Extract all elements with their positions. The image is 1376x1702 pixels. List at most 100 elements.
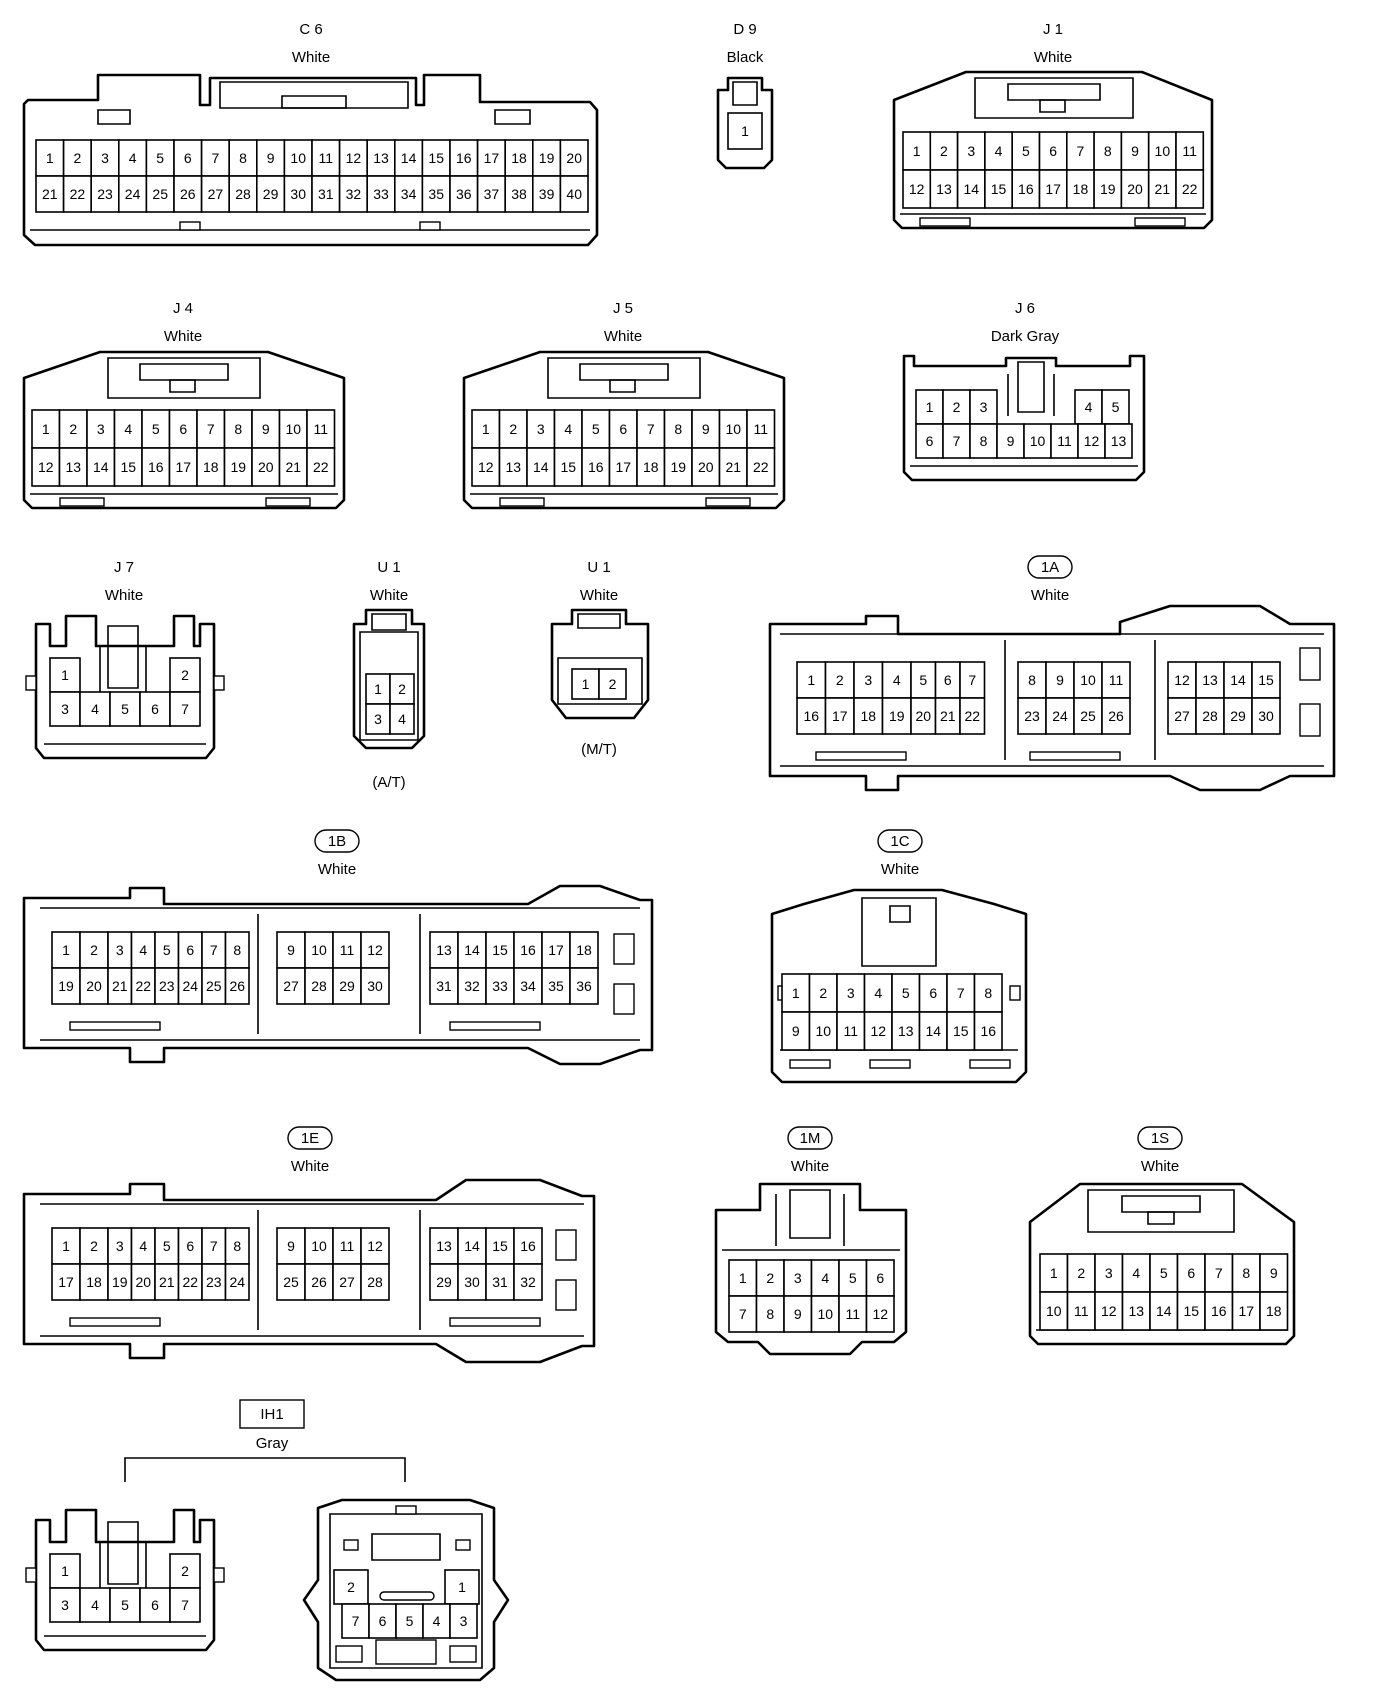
- connector-j5-pin-label: 11: [753, 421, 768, 437]
- connector-j1-pin-label: 16: [1018, 181, 1034, 197]
- connector-j5-cavity: [526, 447, 556, 487]
- connector-c6-pin-label: 40: [566, 186, 582, 202]
- connector-d9-color: Black: [727, 49, 764, 66]
- connector-ih1-left-pin-label: 5: [121, 1597, 129, 1613]
- connector-1e-cavity: [276, 1263, 306, 1301]
- connector-j5-cavity: [553, 447, 583, 487]
- connector-1b-pin-label: 29: [339, 978, 355, 994]
- connector-j1-pin-label: 19: [1100, 181, 1116, 197]
- connector-ih1-right-pin-label: 1: [458, 1579, 466, 1595]
- connector-j4-cavity: [58, 409, 88, 449]
- connector-j4-pin-label: 6: [179, 421, 187, 437]
- connector-1a-pin-label: 20: [915, 708, 931, 724]
- connector-j5-pin-label: 12: [478, 459, 494, 475]
- connector-j1-pin-label: 7: [1077, 143, 1085, 159]
- connector-c6-pin-label: 32: [346, 186, 362, 202]
- connector-j5-cavity: [581, 409, 611, 449]
- connector-1e-pin-label: 6: [186, 1238, 194, 1254]
- connector-1a-color: White: [1031, 587, 1069, 604]
- connector-j5-pin-label: 4: [564, 421, 572, 437]
- connector-1b-cavity: [541, 967, 571, 1005]
- connector-c6-cavity: [118, 139, 148, 177]
- connector-1e-pin-label: 8: [233, 1238, 241, 1254]
- connector-1b-pin-label: 16: [520, 942, 536, 958]
- connector-1a-pin-label: 21: [940, 708, 956, 724]
- connector-1m-cavity: [865, 1295, 895, 1333]
- connector-1c-code: 1C: [890, 833, 909, 850]
- connector-j5-pin-label: 7: [647, 421, 655, 437]
- connector-1b-pin-label: 6: [186, 942, 194, 958]
- connector-1e-pin-label: 9: [287, 1238, 295, 1254]
- connector-j1-pin-label: 5: [1022, 143, 1030, 159]
- connector-c6-pin-label: 33: [373, 186, 389, 202]
- connector-c6-cavity: [173, 139, 203, 177]
- connector-1c-cavity: [918, 973, 948, 1013]
- connector-c6-pin-label: 13: [373, 150, 389, 166]
- connector-j5-cavity: [718, 409, 748, 449]
- connector-j5-cavity: [608, 409, 638, 449]
- connector-c6-pin-label: 39: [539, 186, 555, 202]
- connector-1a-pin-label: 10: [1080, 672, 1096, 688]
- connector-1a-pin-label: 14: [1230, 672, 1246, 688]
- connector-1s-cavity: [1231, 1253, 1261, 1293]
- connector-1a-pin-label: 13: [1202, 672, 1218, 688]
- connector-u1-mt-color: White: [580, 587, 618, 604]
- connector-c6-pin-label: 7: [212, 150, 220, 166]
- connector-j4-cavity: [168, 447, 198, 487]
- connector-1m-pin-label: 7: [739, 1306, 747, 1322]
- connector-1e-color: White: [291, 1158, 329, 1175]
- connector-1a-pin-label: 24: [1052, 708, 1068, 724]
- connector-c6-pin-label: 11: [319, 150, 334, 166]
- connector-1a-pin-label: 30: [1258, 708, 1274, 724]
- connector-1e-pin-label: 27: [339, 1274, 355, 1290]
- connector-1b-cavity: [513, 931, 543, 969]
- connector-ih1-right-pin-label: 2: [347, 1579, 355, 1595]
- connector-1c-pin-label: 1: [792, 985, 800, 1001]
- connector-u1at-cavity: [365, 703, 391, 735]
- connector-1b-pin-label: 8: [233, 942, 241, 958]
- connector-j6-cavity: [915, 423, 944, 459]
- connector-j5-pin-label: 18: [643, 459, 659, 475]
- connector-1b-pin-label: 15: [492, 942, 508, 958]
- connector-j5-pin-label: 9: [702, 421, 710, 437]
- connector-1s-pin-label: 2: [1077, 1265, 1085, 1281]
- connector-1m-pin-label: 8: [766, 1306, 774, 1322]
- connector-1b-cavity: [485, 931, 515, 969]
- connector-j4-cavity: [141, 447, 171, 487]
- connector-1s-pin-label: 12: [1101, 1303, 1117, 1319]
- connector-u1-at-code: U 1: [377, 559, 400, 576]
- connector-j5-pin-label: 20: [698, 459, 714, 475]
- connector-1s-cavity: [1094, 1291, 1124, 1331]
- connector-j1-cavity: [929, 131, 959, 171]
- connector-1c-cavity: [863, 973, 893, 1013]
- connector-1b-pin-label: 26: [229, 978, 245, 994]
- connector-1s-cavity: [1259, 1253, 1289, 1293]
- connector-j5-pin-label: 10: [725, 421, 741, 437]
- connector-j6-pin-label: 4: [1085, 399, 1093, 415]
- connector-u1-at-variant: (A/T): [372, 774, 405, 791]
- connector-j5-cavity: [608, 447, 638, 487]
- connector-1m-color: White: [791, 1158, 829, 1175]
- connector-1e-cavity: [485, 1263, 515, 1301]
- connector-c6-cavity: [145, 175, 175, 213]
- connector-1m-code: 1M: [800, 1130, 821, 1147]
- connector-c6-pin-label: 5: [156, 150, 164, 166]
- connector-u1-mt-code: U 1: [587, 559, 610, 576]
- connector-j4-pin-label: 1: [42, 421, 50, 437]
- connector-1s-cavity: [1176, 1253, 1206, 1293]
- connector-c6-cavity: [62, 175, 92, 213]
- connector-1a-pin-label: 23: [1024, 708, 1040, 724]
- connector-1b-pin-label: 17: [548, 942, 564, 958]
- connector-1e-pin-label: 30: [464, 1274, 480, 1290]
- connector-1s-cavity: [1231, 1291, 1261, 1331]
- connector-1m-pin-label: 11: [845, 1306, 860, 1322]
- connector-j1-cavity: [1175, 131, 1205, 171]
- connector-c6-pin-label: 1: [46, 150, 54, 166]
